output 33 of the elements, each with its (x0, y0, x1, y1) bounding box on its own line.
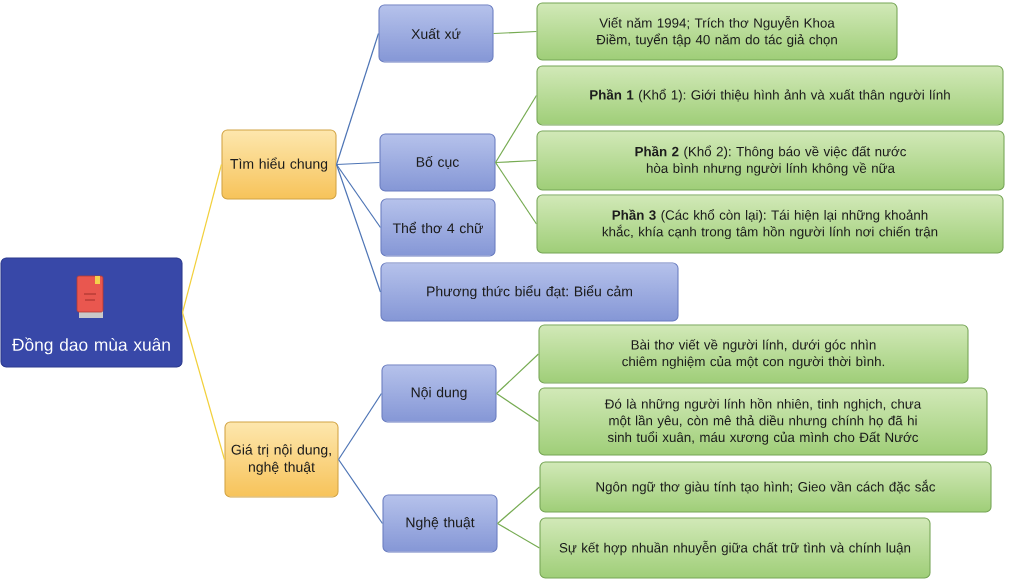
connector-line (181, 163, 223, 314)
detail-box: Phần 1 (Khổ 1): Giới thiệu hình ảnh và xuất thân người lính (536, 65, 1004, 126)
subtopic-box: Xuất xứ (378, 4, 494, 63)
connector-line (335, 163, 382, 229)
connector-line (337, 392, 383, 461)
connector-line (337, 458, 384, 525)
connector-line (335, 163, 382, 293)
detail-box: Sự kết hợp nhuần nhuyễn giữa chất trữ tình và chính luận (539, 517, 931, 579)
branch-box: Tìm hiểu chung (221, 129, 337, 200)
connector-line (335, 32, 380, 166)
detail-box: Đó là những người lính hồn nhiên, tinh nghịch, chưa một lần yêu, còn mê thả diều nhưng chính họ đã hi sinh tuổi xuân, máu xương của mình cho Đất Nước (538, 387, 988, 456)
connector-line (496, 522, 541, 549)
connector-line (495, 392, 540, 423)
subtopic-box: Phương thức biểu đạt: Biểu cảm (380, 262, 679, 322)
subtopic-box: Nghệ thuật (382, 494, 498, 553)
subtopic-box: Bố cục (379, 133, 496, 192)
main-topic-box: Đồng dao mùa xuân (0, 257, 183, 368)
connector-line (335, 161, 381, 166)
detail-box: Viết năm 1994; Trích thơ Nguyễn Khoa Điềm, tuyển tập 40 năm do tác giả chọn (536, 2, 898, 61)
subtopic-box: Nội dung (381, 364, 497, 423)
connector-line (492, 30, 538, 35)
connector-line (495, 353, 540, 395)
connector-line (496, 486, 541, 525)
connector-line (181, 311, 226, 461)
subtopic-box: Thể thơ 4 chữ (380, 198, 496, 257)
connector-line (494, 94, 538, 164)
detail-box: Bài thơ viết về người lính, dưới góc nhìn chiêm nghiệm của một con người thời bình. (538, 324, 969, 384)
connector-line (494, 161, 538, 225)
connector-line (494, 159, 538, 164)
branch-box: Giá trị nội dung, nghệ thuật (224, 421, 339, 498)
detail-box: Ngôn ngữ thơ giàu tính tạo hình; Gieo vần cách đặc sắc (539, 461, 992, 513)
detail-box: Phần 2 (Khổ 2): Thông báo về việc đất nước hòa bình nhưng người lính không về nữa (536, 130, 1005, 191)
detail-box: Phần 3 (Các khổ còn lại): Tái hiện lại những khoảnh khắc, khía cạnh trong tâm hồn người lính nơi chiến trận (536, 194, 1004, 254)
